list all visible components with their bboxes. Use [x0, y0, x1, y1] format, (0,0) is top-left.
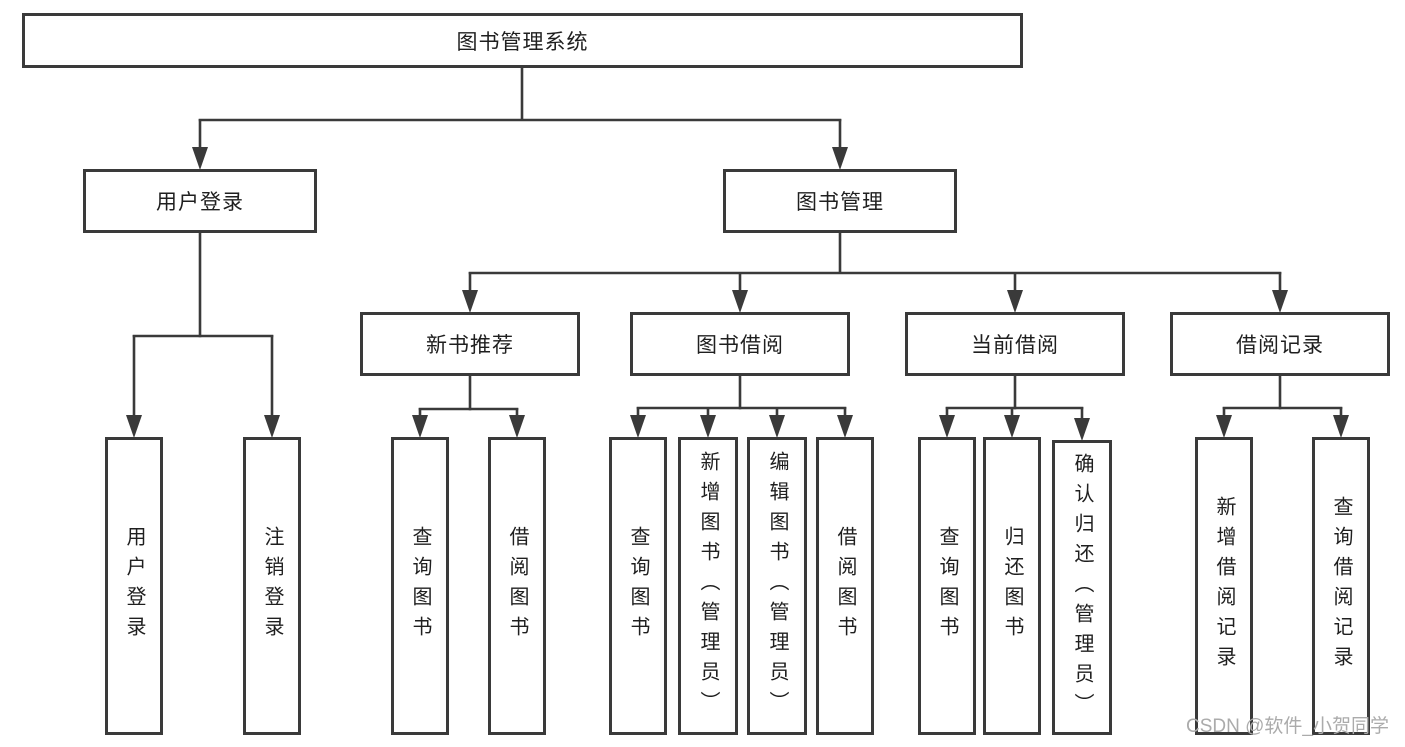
- node-book-management-group-label: 图书管理: [796, 191, 884, 214]
- node-borrow-records: 借阅记录: [1170, 312, 1390, 376]
- leaf-edit-books-admin: 编辑图书（管理员）: [747, 437, 807, 735]
- leaf-add-books-admin: 新增图书（管理员）: [678, 437, 738, 735]
- leaf-edit-books-admin-label: 编辑图书（管理员）: [766, 451, 788, 721]
- leaf-user-login-label: 用户登录: [123, 526, 145, 646]
- node-root: 图书管理系统: [22, 13, 1023, 68]
- leaf-add-borrow-record: 新增借阅记录: [1195, 437, 1253, 735]
- leaf-logout: 注销登录: [243, 437, 301, 735]
- node-current-borrow-label: 当前借阅: [971, 334, 1059, 357]
- leaf-borrow-query-books: 查询图书: [609, 437, 667, 735]
- node-new-book-recommend: 新书推荐: [360, 312, 580, 376]
- leaf-recommend-borrow-books: 借阅图书: [488, 437, 546, 735]
- node-book-borrow: 图书借阅: [630, 312, 850, 376]
- leaf-confirm-return-admin-label: 确认归还（管理员）: [1071, 452, 1093, 723]
- leaf-recommend-borrow-books-label: 借阅图书: [506, 526, 528, 646]
- csdn-watermark: CSDN @软件_小贺同学: [1186, 716, 1389, 737]
- leaf-query-borrow-record: 查询借阅记录: [1312, 437, 1370, 735]
- node-root-label: 图书管理系统: [456, 30, 589, 54]
- leaf-recommend-query-books: 查询图书: [391, 437, 449, 735]
- leaf-recommend-query-books-label: 查询图书: [409, 526, 431, 646]
- leaf-user-login: 用户登录: [105, 437, 163, 735]
- leaf-current-query-books: 查询图书: [918, 437, 976, 735]
- leaf-return-books-label: 归还图书: [1001, 526, 1023, 646]
- leaf-confirm-return-admin: 确认归还（管理员）: [1052, 440, 1112, 735]
- leaf-add-books-admin-label: 新增图书（管理员）: [697, 451, 719, 721]
- leaf-borrow-books-label: 借阅图书: [834, 526, 856, 646]
- node-user-login-group-label: 用户登录: [156, 191, 244, 214]
- leaf-logout-label: 注销登录: [261, 526, 283, 646]
- node-book-management-group: 图书管理: [723, 169, 957, 233]
- leaf-add-borrow-record-label: 新增借阅记录: [1213, 496, 1235, 676]
- node-user-login-group: 用户登录: [83, 169, 317, 233]
- node-new-book-recommend-label: 新书推荐: [426, 334, 514, 357]
- leaf-return-books: 归还图书: [983, 437, 1041, 735]
- leaf-current-query-books-label: 查询图书: [936, 526, 958, 646]
- node-borrow-records-label: 借阅记录: [1236, 334, 1324, 357]
- node-current-borrow: 当前借阅: [905, 312, 1125, 376]
- leaf-query-borrow-record-label: 查询借阅记录: [1330, 496, 1352, 676]
- node-book-borrow-label: 图书借阅: [696, 334, 784, 357]
- leaf-borrow-query-books-label: 查询图书: [627, 526, 649, 646]
- leaf-borrow-books: 借阅图书: [816, 437, 874, 735]
